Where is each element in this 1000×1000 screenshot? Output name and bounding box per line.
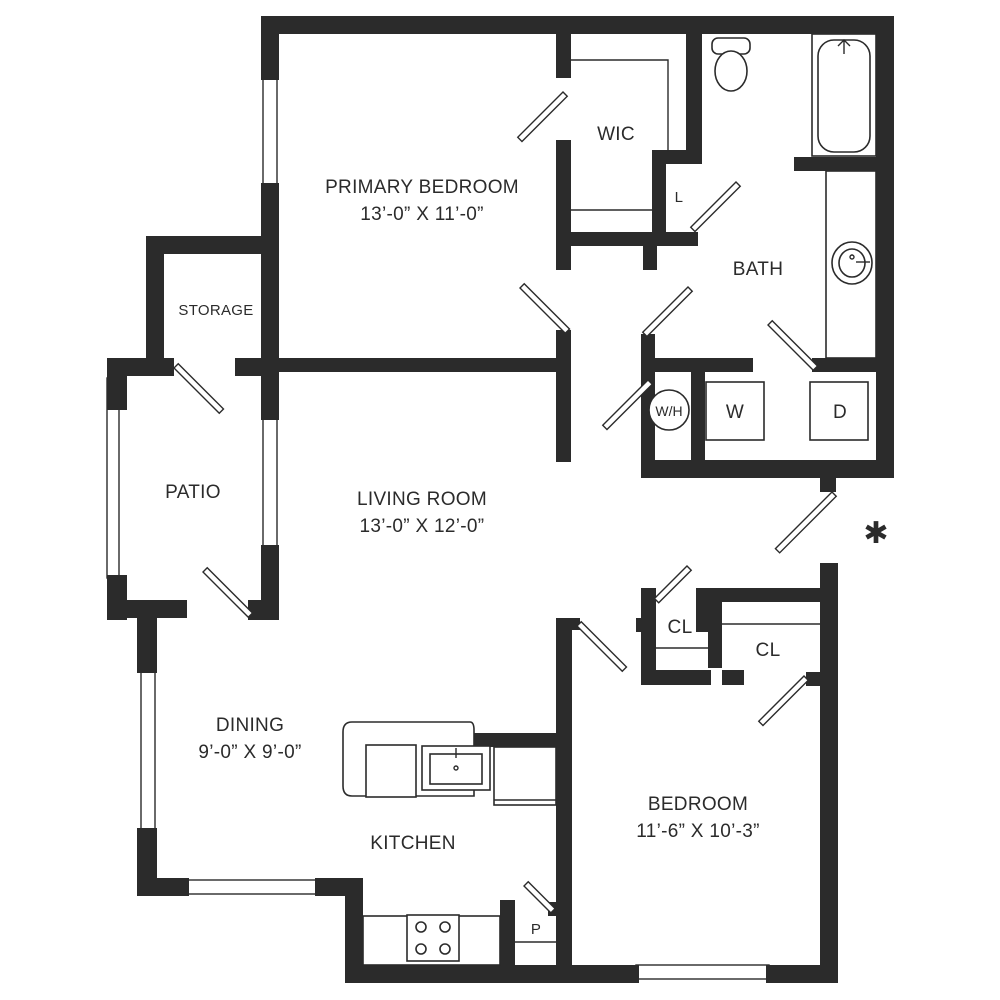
door-pantry	[523, 880, 557, 914]
door-patio	[202, 566, 254, 619]
fixtures	[342, 33, 877, 966]
living-room-size: 13’-0” X 12’-0”	[360, 516, 485, 537]
door-wic	[519, 282, 571, 335]
door-closet-2	[757, 675, 810, 727]
closet-2-label: CL	[756, 640, 781, 661]
door-bath-laundry	[767, 319, 819, 372]
window-living-room	[262, 417, 278, 549]
dryer-label: D	[833, 402, 847, 423]
dryer-icon	[809, 381, 869, 441]
washer-label: W	[726, 402, 744, 423]
dining-size: 9’-0” X 9’-0”	[198, 742, 301, 763]
washer-icon	[705, 381, 765, 441]
living-room-label: LIVING ROOM	[357, 489, 487, 510]
window-primary-bedroom	[262, 77, 278, 186]
door-closet-1	[653, 565, 693, 604]
kitchen-label: KITCHEN	[370, 833, 456, 854]
window-bedroom	[635, 964, 770, 980]
door-bath-hall	[641, 286, 694, 338]
bedroom-size: 11’-6” X 10’-3”	[636, 821, 759, 842]
room-labels: PRIMARY BEDROOM 13’-0” X 11’-0” WIC L BA…	[165, 124, 888, 938]
closet-1-label: CL	[668, 617, 693, 638]
toilet-icon	[711, 37, 751, 92]
dining-label: DINING	[216, 715, 284, 736]
patio-label: PATIO	[165, 482, 221, 503]
bath-label: BATH	[733, 259, 783, 280]
door-entry	[774, 491, 838, 554]
door-primary-bedroom	[516, 91, 569, 143]
water-heater-label: W/H	[655, 403, 682, 419]
dishwasher-icon	[493, 746, 557, 806]
primary-bedroom-size: 13’-0” X 11’-0”	[360, 204, 483, 225]
water-heater-icon	[648, 389, 690, 431]
doors	[173, 91, 838, 914]
entry-marker-icon: ✱	[863, 516, 888, 551]
door-storage	[173, 362, 225, 415]
kitchen-sink-icon	[421, 745, 491, 791]
door-linen	[689, 181, 742, 233]
bedroom-label: BEDROOM	[648, 794, 748, 815]
wic-label: WIC	[597, 124, 635, 145]
bathtub-icon	[811, 33, 877, 157]
vanity-sink-icon	[825, 170, 877, 359]
linen-label: L	[675, 189, 684, 206]
pantry-label: P	[531, 921, 541, 938]
window-kitchen	[187, 879, 317, 895]
walls	[107, 16, 894, 983]
stove-icon	[406, 914, 460, 962]
primary-bedroom-label: PRIMARY BEDROOM	[325, 177, 519, 198]
storage-label: STORAGE	[178, 302, 253, 319]
window-dining	[140, 669, 156, 831]
wic-shelf-icon	[571, 59, 669, 211]
door-bedroom	[576, 620, 628, 673]
door-water-heater	[601, 379, 654, 431]
